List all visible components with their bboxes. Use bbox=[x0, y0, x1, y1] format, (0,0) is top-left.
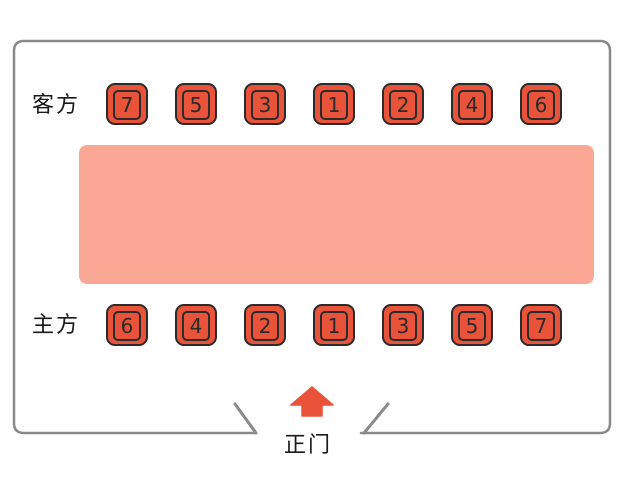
door-leaf-right bbox=[362, 402, 390, 435]
host-seat: 3 bbox=[382, 304, 424, 346]
entrance-label: 正门 bbox=[284, 433, 333, 458]
guest-seat-number: 3 bbox=[258, 93, 272, 117]
guest-seat: 6 bbox=[520, 83, 562, 125]
host-seat: 4 bbox=[175, 304, 217, 346]
guest-seat-row: 7 5 3 1 2 4 6 bbox=[106, 83, 568, 127]
guest-seat: 5 bbox=[175, 83, 217, 125]
host-seat-number: 2 bbox=[258, 314, 272, 338]
guest-seat: 7 bbox=[106, 83, 148, 125]
host-seat-number: 7 bbox=[534, 314, 548, 338]
host-seat: 7 bbox=[520, 304, 562, 346]
host-seat-number: 5 bbox=[465, 314, 479, 338]
guest-seat-number: 2 bbox=[396, 93, 410, 117]
guest-seat: 3 bbox=[244, 83, 286, 125]
host-seat-number: 4 bbox=[189, 314, 203, 338]
guest-seat-number: 5 bbox=[189, 93, 203, 117]
host-seat: 2 bbox=[244, 304, 286, 346]
guest-seat: 1 bbox=[313, 83, 355, 125]
host-seat: 1 bbox=[313, 304, 355, 346]
door-leaf-left bbox=[233, 402, 258, 435]
host-seat-number: 1 bbox=[327, 314, 341, 338]
room-wall bbox=[12, 39, 612, 435]
guest-seat-number: 1 bbox=[327, 93, 341, 117]
host-seat: 6 bbox=[106, 304, 148, 346]
entrance-arrow-icon bbox=[290, 386, 334, 417]
host-side-label: 主方 bbox=[32, 313, 81, 338]
guest-seat-number: 6 bbox=[534, 93, 548, 117]
host-seat-number: 3 bbox=[396, 314, 410, 338]
dining-table bbox=[79, 145, 594, 284]
guest-seat: 4 bbox=[451, 83, 493, 125]
host-seat-number: 6 bbox=[120, 314, 134, 338]
guest-seat-number: 4 bbox=[465, 93, 479, 117]
guest-side-label: 客方 bbox=[32, 93, 81, 118]
guest-seat-number: 7 bbox=[120, 93, 134, 117]
guest-seat: 2 bbox=[382, 83, 424, 125]
host-seat-row: 6 4 2 1 3 5 7 bbox=[106, 304, 568, 348]
host-seat: 5 bbox=[451, 304, 493, 346]
